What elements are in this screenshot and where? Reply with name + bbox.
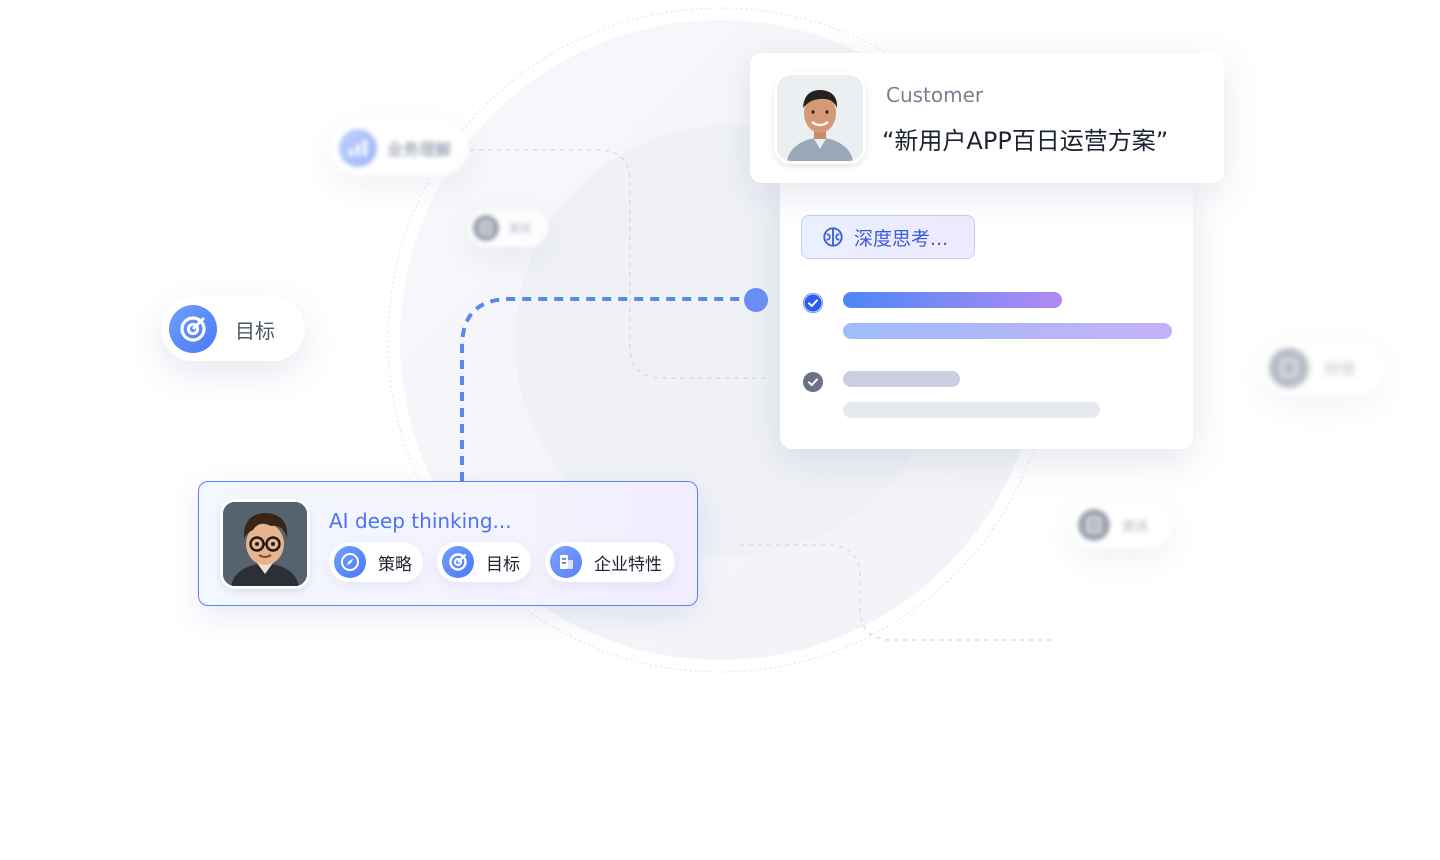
placeholder-line-long — [843, 402, 1100, 418]
customer-card: Customer “新用户APP百日运营方案” — [750, 53, 1224, 183]
connector-node — [744, 288, 768, 312]
chip-finance[interactable]: 财报 — [1262, 340, 1384, 396]
ai-status-title: AI deep thinking... — [329, 509, 512, 533]
tag-strategy[interactable]: 策略 — [329, 542, 423, 582]
chip-label: 资讯 — [1122, 519, 1149, 535]
chip-label: 资讯 — [509, 222, 531, 235]
placeholder-line-short — [843, 371, 960, 387]
deep-thinking-badge[interactable]: 深度思考... — [801, 215, 975, 259]
chip-label: 财报 — [1325, 359, 1356, 378]
tag-enterprise-traits[interactable]: 企业特性 — [545, 542, 675, 582]
thinking-card: 深度思考... — [780, 183, 1193, 449]
chip-info-top[interactable]: 资讯 — [468, 209, 548, 247]
brain-icon — [823, 227, 843, 247]
chip-business-understanding[interactable]: 业务理解 — [331, 120, 469, 176]
document-icon — [1269, 348, 1309, 388]
compass-icon — [334, 546, 366, 578]
chip-goal[interactable]: 目标 — [161, 297, 305, 361]
building-icon — [550, 546, 582, 578]
tag-label: 目标 — [486, 554, 520, 575]
customer-role: Customer — [886, 83, 984, 107]
progress-line-secondary — [843, 323, 1172, 339]
chart-icon — [339, 129, 377, 167]
tag-label: 策略 — [378, 554, 412, 575]
faint-connector-2 — [740, 544, 1055, 641]
customer-request: “新用户APP百日运营方案” — [882, 127, 1169, 155]
chip-label: 业务理解 — [387, 140, 452, 159]
faint-connector-1 — [470, 149, 770, 379]
check-circle-icon — [803, 293, 823, 313]
ai-agent-card: AI deep thinking... 策略 目标 — [198, 481, 698, 606]
progress-line-primary — [843, 292, 1062, 308]
document-icon — [1078, 509, 1110, 541]
badge-label: 深度思考... — [854, 227, 949, 250]
document-icon — [473, 215, 499, 241]
chip-label: 目标 — [235, 318, 275, 343]
cartoon-avatar-icon — [223, 502, 307, 586]
tag-label: 企业特性 — [594, 554, 662, 575]
check-circle-icon — [803, 372, 823, 392]
target-icon — [442, 546, 474, 578]
main-connector — [460, 297, 745, 481]
chip-info-bottom[interactable]: 资讯 — [1071, 501, 1171, 549]
target-icon — [169, 305, 217, 353]
person-photo-icon — [777, 75, 863, 161]
tag-goal[interactable]: 目标 — [437, 542, 531, 582]
